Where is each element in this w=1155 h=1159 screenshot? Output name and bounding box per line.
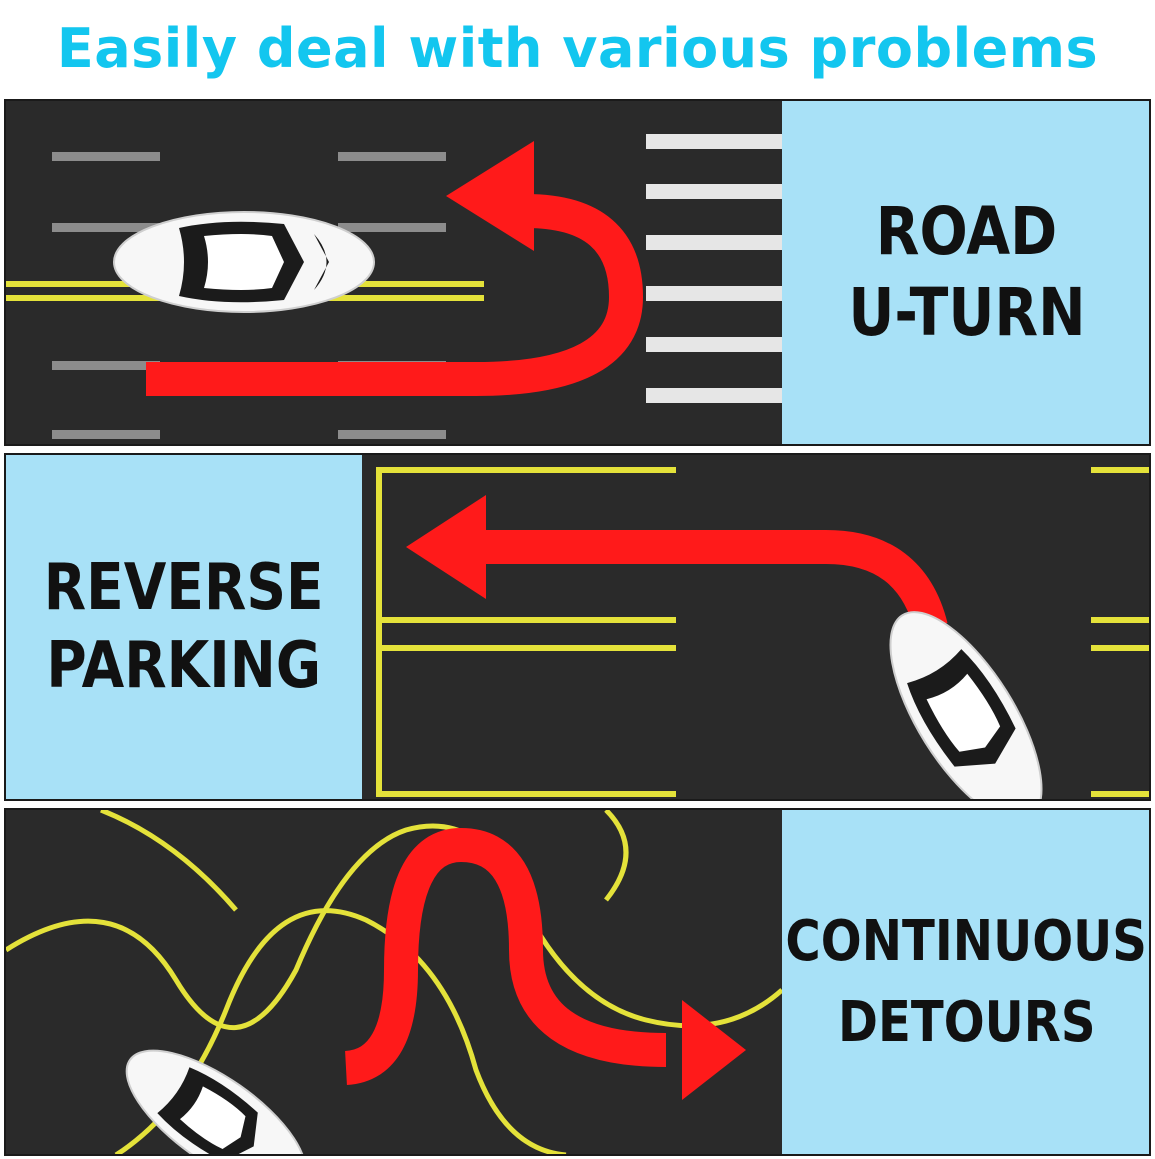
label-box-reverse-parking: REVERSE PARKING — [6, 455, 362, 799]
label-u-turn: U-TURN — [847, 273, 1086, 351]
car-icon — [889, 611, 1043, 799]
u-turn-scene — [6, 101, 782, 444]
label-reverse: REVERSE — [44, 550, 324, 625]
reverse-parking-scene — [362, 455, 1149, 799]
label-box-u-turn: ROAD U-TURN — [782, 101, 1149, 444]
label-detours: DETOURS — [837, 990, 1096, 1055]
continuous-detours-scene — [6, 810, 784, 1154]
label-road: ROAD — [875, 192, 1058, 270]
crosswalk-icon — [646, 134, 782, 403]
car-icon — [113, 211, 375, 313]
label-continuous: CONTINUOUS — [785, 908, 1148, 974]
panel-road-u-turn: ROAD U-TURN — [4, 99, 1151, 446]
car-icon — [125, 1049, 307, 1154]
label-box-continuous-detours: CONTINUOUS DETOURS — [782, 810, 1149, 1154]
panel-continuous-detours: CONTINUOUS DETOURS — [4, 808, 1151, 1156]
page-title: Easily deal with various problems — [56, 16, 1099, 80]
u-turn-arrow-icon — [146, 141, 644, 396]
reverse-arrow-icon — [406, 495, 948, 632]
label-parking: PARKING — [46, 629, 322, 703]
panel-reverse-parking: REVERSE PARKING — [4, 453, 1151, 801]
winding-arrow-icon — [343, 827, 746, 1100]
parking-space-icon — [376, 467, 1149, 797]
